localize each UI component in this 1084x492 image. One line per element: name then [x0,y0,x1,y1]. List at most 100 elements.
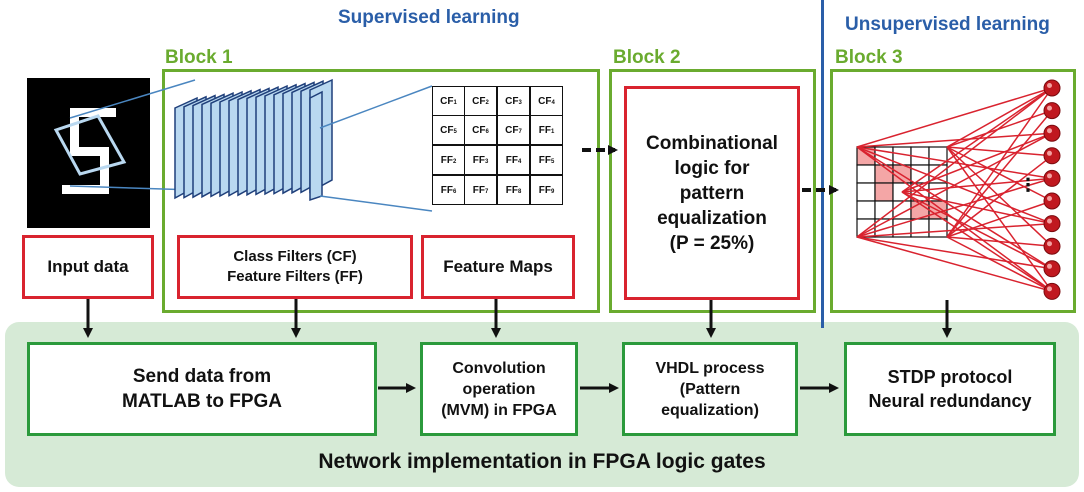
snn-network [856,79,1061,300]
send-data-line2: MATLAB to FPGA [121,391,283,412]
filters-label-line2: Feature Filters (FF) [227,268,363,285]
output-neuron [1043,260,1061,278]
output-neuron [1043,282,1061,300]
synapse-line [856,87,1053,148]
block-1-frame [162,69,600,313]
stdp-protocol-box: STDP protocol Neural redundancy [844,342,1056,436]
neuron-highlight [1047,128,1052,134]
convolution-line2: operation [462,380,536,398]
synapse-line [946,146,1053,157]
filter-stack [174,78,333,202]
digit-five [62,108,116,194]
synapse-line [946,109,1053,148]
synapse-line [946,87,1053,148]
input-grid-cell [856,200,876,220]
neuron-highlight [1047,218,1052,224]
convolution-box: Convolution operation (MVM) in FPGA [420,342,578,436]
filters-label-line1: Class Filters (CF) [233,248,357,265]
neuron-highlight [1047,173,1052,179]
input-grid-cell [856,164,876,184]
synapse-line [946,146,1053,202]
synapse-line [901,191,1053,225]
input-grid-cell [928,218,948,238]
input-grid-cell [856,182,876,202]
output-neuron [1043,237,1061,255]
input-grid-cell [874,182,894,202]
more-neurons-dots: ⋮ [1019,175,1037,195]
stdp-line2: Neural redundancy [868,391,1032,411]
output-neuron [1043,215,1061,233]
combinational-line3: pattern [679,182,745,204]
unsupervised-learning-header: Unsupervised learning [845,14,1050,35]
combinational-line4: equalization [657,207,767,229]
synapse-line [856,236,1053,293]
synapse-line [856,222,1053,238]
vhdl-line3: equalization) [661,401,759,419]
input-grid-cell [910,218,930,238]
synapse-line [946,146,1053,292]
synapse-line [946,236,1053,293]
combinational-line5: (P = 25%) [669,232,755,254]
synapse-line [901,177,1053,193]
receptive-field-window [53,114,127,176]
combinational-logic-box: Combinational logic for pattern equaliza… [624,86,800,300]
output-neuron [1043,147,1061,165]
synapse-line [856,146,1053,270]
stdp-line1: STDP protocol [887,367,1013,387]
feature-maps-box: Feature Maps [421,235,575,299]
synapse-line [946,146,1053,247]
synapse-line [901,191,1053,293]
output-neuron [1043,192,1061,210]
filter-sheet-front [309,90,323,202]
synapse-line [856,132,1053,148]
supervised-learning-header: Supervised learning [338,7,520,28]
output-neuron [1043,124,1061,142]
neuron-highlight [1047,241,1052,247]
synapse-line [856,146,1053,225]
block-1-title: Block 1 [165,47,233,68]
neuron-highlight [1047,150,1052,156]
input-data-label: Input data [47,257,129,276]
input-data-box: Input data [22,235,154,299]
combinational-line2: logic for [674,157,750,179]
output-neuron [1043,102,1061,120]
output-neuron [1043,79,1061,97]
learning-divider [821,0,824,328]
vhdl-process-box: VHDL process (Pattern equalization) [622,342,798,436]
convolution-line3: (MVM) in FPGA [441,401,557,419]
synapse-line [856,236,1053,270]
combinational-line1: Combinational [646,132,778,154]
send-data-box: Send data from MATLAB to FPGA [27,342,377,436]
neuron-highlight [1047,105,1052,111]
block-2-title: Block 2 [613,47,681,68]
neuron-highlight [1047,196,1052,201]
block-3-title: Block 3 [835,47,903,68]
send-data-line1: Send data from [132,366,272,387]
neuron-highlight [1047,286,1052,292]
vhdl-line2: (Pattern [679,380,741,398]
synapse-line [946,87,1053,238]
feature-maps-label: Feature Maps [443,257,553,276]
output-neuron [1043,169,1061,187]
vhdl-line1: VHDL process [655,359,765,377]
synapse-line [856,146,1053,293]
convolution-line1: Convolution [452,359,546,377]
synapse-line [856,146,1053,180]
